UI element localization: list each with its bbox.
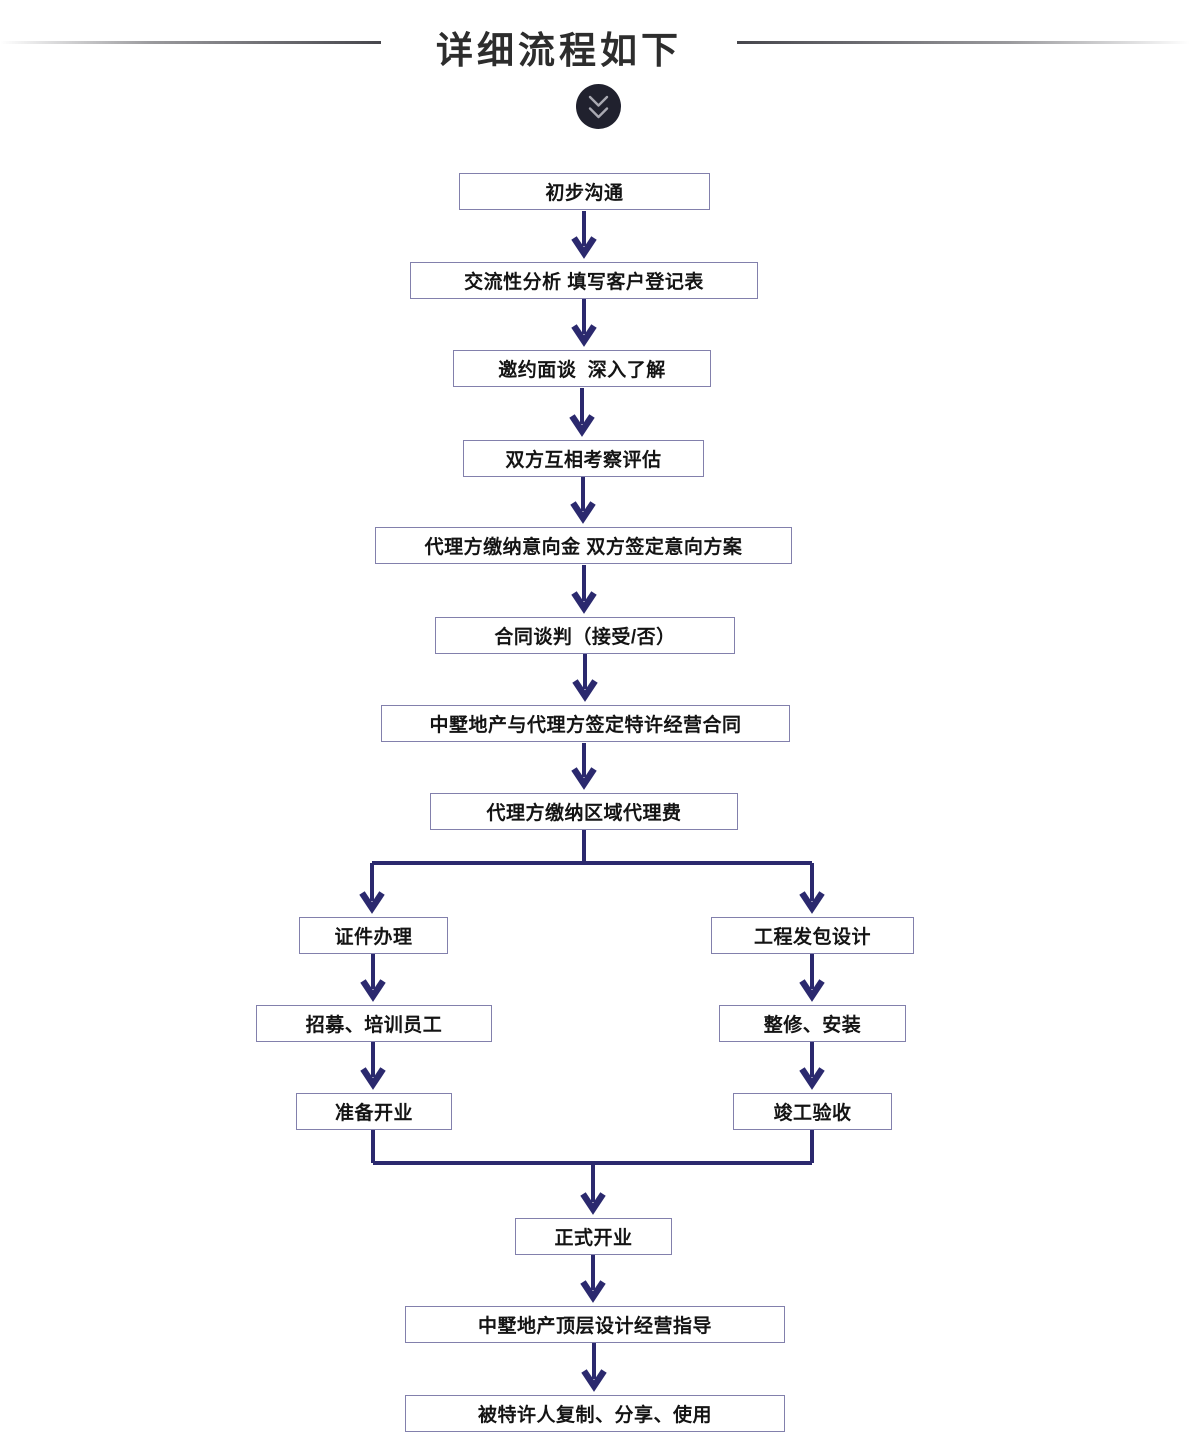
node-mutual-evaluation: 双方互相考察评估 [463,440,704,477]
node-interview-understanding: 邀约面谈 深入了解 [453,350,711,387]
node-certificates-processing: 证件办理 [299,917,448,954]
node-initial-communication: 初步沟通 [459,173,710,210]
arrow-down-icon [581,1343,607,1392]
arrow-down-icon [799,863,825,914]
arrow-down-icon [360,954,386,1002]
arrow-down-icon [580,1255,606,1303]
merge-connector [371,1130,814,1165]
split-connector [372,830,812,865]
arrow-down-icon [799,954,825,1002]
arrow-down-icon [571,211,597,259]
node-completion-acceptance: 竣工验收 [733,1093,892,1130]
node-engineering-design: 工程发包设计 [711,917,914,954]
arrow-down-icon [571,299,597,347]
node-regional-agency-fee: 代理方缴纳区域代理费 [430,793,738,830]
arrow-down-icon [571,565,597,614]
node-grand-opening: 正式开业 [515,1218,672,1255]
arrow-down-icon [571,743,597,790]
node-exchange-analysis-registration: 交流性分析 填写客户登记表 [410,262,758,299]
node-franchise-contract-signing: 中墅地产与代理方签定特许经营合同 [381,705,790,742]
arrow-down-icon [799,1042,825,1090]
title-divider-right [737,41,1190,44]
arrow-down-icon [572,654,598,702]
title-divider-left [0,41,381,44]
node-prepare-opening: 准备开业 [296,1093,452,1130]
arrow-down-icon [360,1042,386,1090]
page-title: 详细流程如下 [436,30,682,71]
node-intent-deposit-agreement: 代理方缴纳意向金 双方签定意向方案 [375,527,792,564]
arrow-down-icon [570,477,596,524]
node-recruit-train-staff: 招募、培训员工 [256,1005,492,1042]
node-franchisee-replication: 被特许人复制、分享、使用 [405,1395,785,1432]
double-chevron-down-icon [588,95,609,119]
scroll-down-indicator [576,84,621,129]
node-contract-negotiation: 合同谈判（接受/否） [435,617,735,654]
arrow-down-icon [359,863,385,914]
arrow-down-icon [580,1163,606,1215]
node-renovation-installation: 整修、安装 [719,1005,906,1042]
node-top-level-design-guidance: 中墅地产顶层设计经营指导 [405,1306,785,1343]
arrow-down-icon [569,388,595,437]
